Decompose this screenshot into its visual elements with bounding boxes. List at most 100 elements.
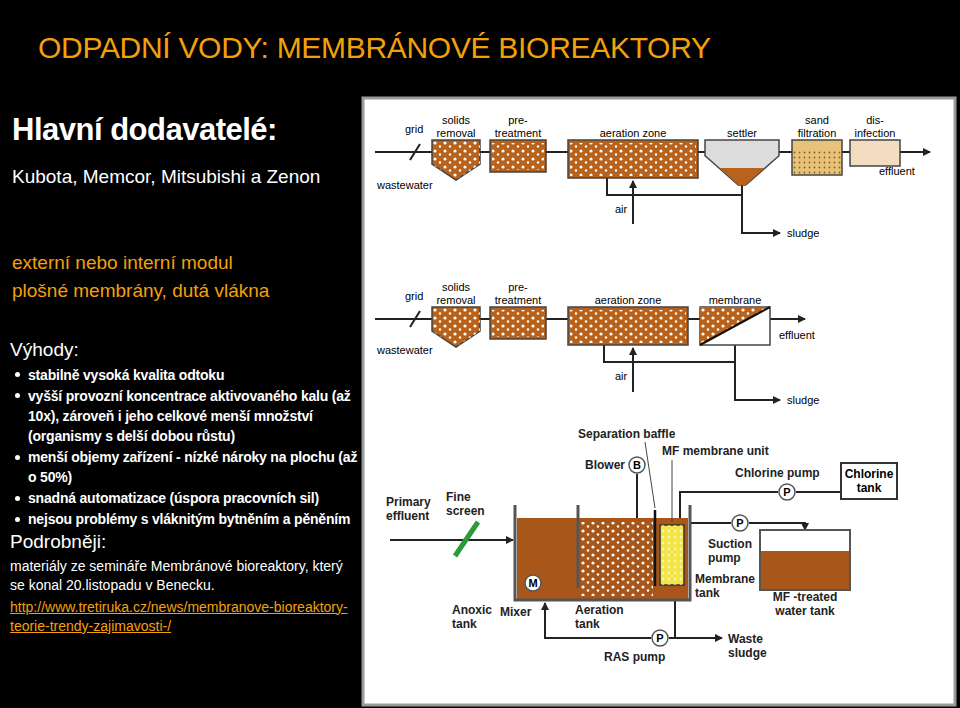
node-label: pre-treatment — [490, 281, 546, 307]
pipe-connector — [607, 178, 742, 195]
pipe — [742, 195, 780, 233]
pipe-connector — [842, 151, 850, 153]
pipe-connector — [796, 491, 840, 493]
tank-node: pre-treatment — [490, 279, 546, 339]
grid-label: grid — [404, 290, 424, 302]
shape-part — [570, 143, 696, 176]
node-shape — [568, 140, 698, 178]
node-outline — [490, 307, 546, 339]
node-text: P — [778, 483, 796, 501]
node-text: pre-treatment — [490, 112, 546, 140]
bullet-item: stabilně vysoká kvalita odtoku — [10, 365, 360, 385]
part-label: Primary effluent — [386, 495, 444, 523]
node-text: pre-treatment — [490, 279, 546, 307]
node-label: settler — [727, 127, 757, 140]
flow-label: wastewater — [376, 344, 434, 356]
pipe-connector — [604, 345, 735, 362]
shape-part — [700, 307, 770, 345]
shape-part — [705, 140, 779, 185]
advantages-heading: Výhody: — [10, 338, 360, 363]
shape-part — [761, 551, 849, 589]
flow-label: sludge — [786, 227, 820, 239]
node-text: settler — [705, 112, 779, 140]
grid-label: grid — [404, 123, 424, 135]
shape-part — [568, 307, 688, 345]
bioreactor-tank — [577, 505, 580, 588]
node-shape — [700, 307, 770, 345]
advantage-item: snadná automatizace (úspora pracovních s… — [28, 488, 360, 508]
advantage-item: stabilně vysoká kvalita odtoku — [28, 365, 360, 385]
tank-node: aeration zone — [568, 112, 698, 178]
node-label: aeration zone — [595, 294, 662, 307]
node-label: P — [736, 517, 743, 529]
node-text: P — [731, 514, 749, 532]
node-shape — [432, 307, 480, 347]
shape-part — [432, 140, 480, 180]
shape-part — [432, 307, 480, 347]
pipe — [545, 603, 651, 638]
pipe — [375, 144, 930, 638]
shape-part — [652, 630, 668, 646]
module-type: externí nebo interní modul — [12, 252, 233, 274]
node-text: MF -treated water tank — [760, 590, 850, 618]
bioreactor-tank — [660, 525, 684, 585]
tank-node: MF -treated water tank — [760, 530, 850, 618]
pipe-connector — [480, 318, 490, 320]
shape-part — [792, 140, 842, 175]
node-label: membrane — [709, 294, 762, 307]
node-shape — [490, 140, 546, 172]
shape-part — [629, 457, 645, 473]
flow-label: effluent — [878, 165, 916, 177]
membrane-node: membrane — [700, 279, 770, 345]
part-label: Chlorine pump — [735, 466, 820, 480]
part-label: Blower — [585, 458, 625, 472]
node-text: aeration zone — [568, 279, 688, 307]
node-text: dis-infection — [850, 112, 900, 140]
part-label: MF membrane unit — [662, 444, 769, 458]
pipe — [632, 348, 634, 392]
settler-node: settler — [705, 112, 779, 185]
node-outline — [760, 530, 850, 590]
node-outline — [568, 140, 698, 178]
tank-node: pre-treatment — [490, 112, 546, 172]
source-link: http://www.tretiruka.cz/news/membranove-… — [10, 598, 360, 636]
advantage-item: vyšší provozní koncentrace aktivovaného … — [28, 386, 360, 446]
pipe — [770, 318, 805, 320]
node-outline — [792, 140, 842, 175]
advantage-item: menší objemy zařízení - nízké nároky na … — [28, 447, 360, 487]
flow-label: effluent — [778, 329, 816, 341]
tank-node: solids removal — [432, 112, 480, 180]
part-label: Fine screen — [446, 490, 488, 518]
shape-part — [492, 143, 544, 170]
shape-part — [570, 310, 686, 343]
shape-part — [700, 307, 770, 345]
node-text: Chlorine tank — [840, 462, 898, 500]
shape-part — [720, 168, 764, 185]
pipe — [390, 539, 513, 541]
shape-part — [779, 484, 795, 500]
tank-node: aeration zone — [568, 279, 688, 345]
part-label: Anoxic tank — [452, 603, 498, 631]
node-shape — [568, 307, 688, 345]
bullet-dot — [15, 372, 20, 377]
bullet-item: menší objemy zařízení - nízké nároky na … — [10, 447, 360, 487]
node-outline — [432, 140, 480, 180]
advantage-item: nejsou problémy s vláknitým bytněním a p… — [28, 509, 360, 529]
bullet-item: snadná automatizace (úspora pracovních s… — [10, 488, 360, 508]
left-column: Výhody:stabilně vysoká kvalita odtokuvyš… — [10, 338, 360, 636]
bioreactor-tank — [660, 525, 684, 585]
node-text: M — [524, 574, 542, 592]
node-label: P — [656, 632, 663, 644]
shape-part — [841, 463, 897, 499]
bullet-dot — [15, 455, 20, 460]
node-label: P — [783, 486, 790, 498]
node-label: solids removal — [432, 114, 480, 140]
node-text: B — [628, 456, 646, 474]
node-label: MF -treated water tank — [760, 590, 850, 618]
shape-part — [490, 140, 546, 172]
bullet-dot — [15, 496, 20, 501]
shape-part — [700, 307, 770, 345]
node-label: aeration zone — [600, 127, 667, 140]
pipe — [410, 144, 420, 160]
pipe — [375, 151, 432, 153]
